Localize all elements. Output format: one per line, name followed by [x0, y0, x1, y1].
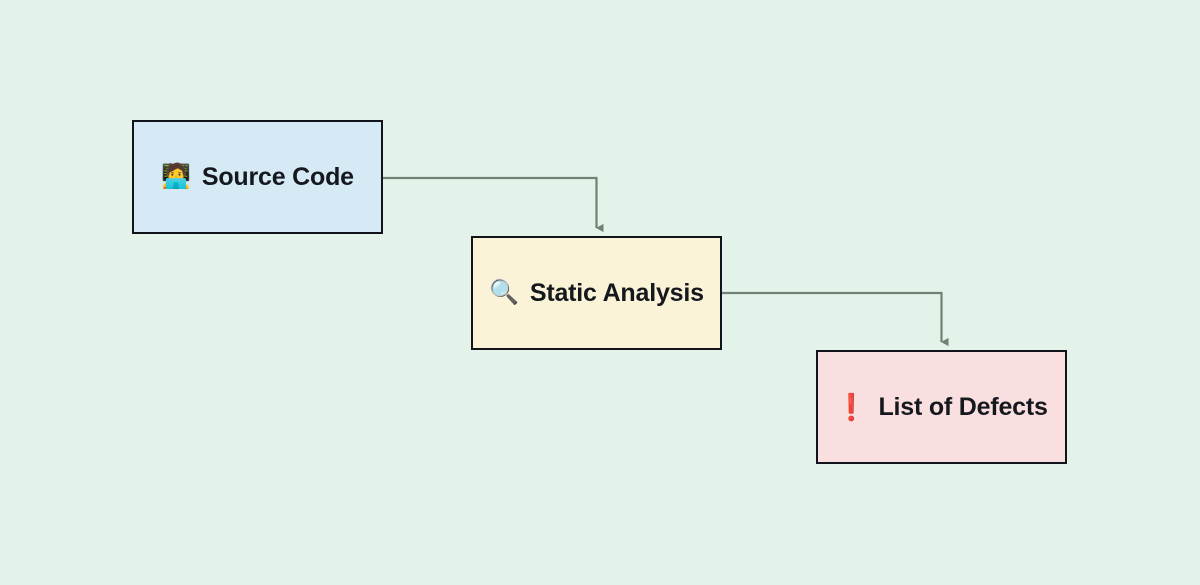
node-list-of-defects[interactable]: ❗ List of Defects: [816, 350, 1067, 464]
node-static-analysis[interactable]: 🔍 Static Analysis: [471, 236, 722, 350]
node-source-code[interactable]: 🧑‍💻 Source Code: [132, 120, 383, 234]
edge-source-code-to-static-analysis: [383, 176, 604, 233]
edge-static-analysis-to-list-of-defects: [722, 291, 949, 347]
exclamation-mark-icon: ❗: [835, 392, 868, 422]
node-source-code-label: 🧑‍💻 Source Code: [161, 162, 354, 191]
node-source-code-text: Source Code: [201, 162, 354, 191]
node-static-analysis-label: 🔍 Static Analysis: [489, 278, 704, 307]
node-list-of-defects-label: ❗ List of Defects: [835, 392, 1048, 422]
magnifying-glass-icon: 🔍: [489, 279, 519, 306]
technologist-emoji-icon: 🧑‍💻: [161, 163, 191, 190]
node-list-of-defects-text: List of Defects: [878, 392, 1048, 421]
node-static-analysis-text: Static Analysis: [529, 278, 704, 307]
